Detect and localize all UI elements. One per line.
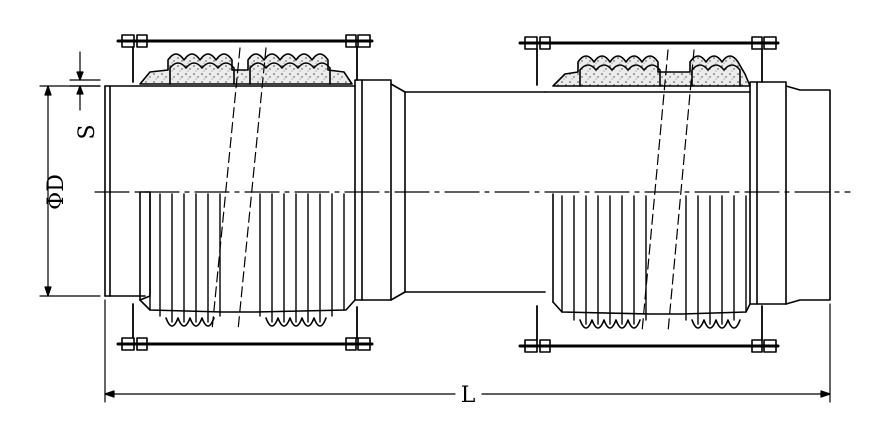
main-pipe	[104, 79, 831, 305]
dimension-s	[69, 51, 101, 111]
right-bellows-top	[552, 55, 751, 87]
left-bellows-top	[139, 53, 353, 85]
dimension-phi-d	[39, 85, 101, 297]
right-bottom-tie-rod	[518, 305, 780, 353]
right-bellows-lower	[552, 193, 751, 329]
left-top-tie-rod	[116, 34, 374, 83]
overall-length-label: L	[461, 383, 476, 408]
right-top-tie-rod	[518, 36, 780, 86]
wall-thickness-label: S	[75, 124, 100, 139]
left-bellows-lower	[139, 191, 356, 327]
break-lines	[211, 47, 695, 333]
outer-diameter-label: ΦD	[44, 174, 69, 210]
dimension-l	[104, 299, 831, 403]
left-bottom-tie-rod	[116, 303, 374, 351]
